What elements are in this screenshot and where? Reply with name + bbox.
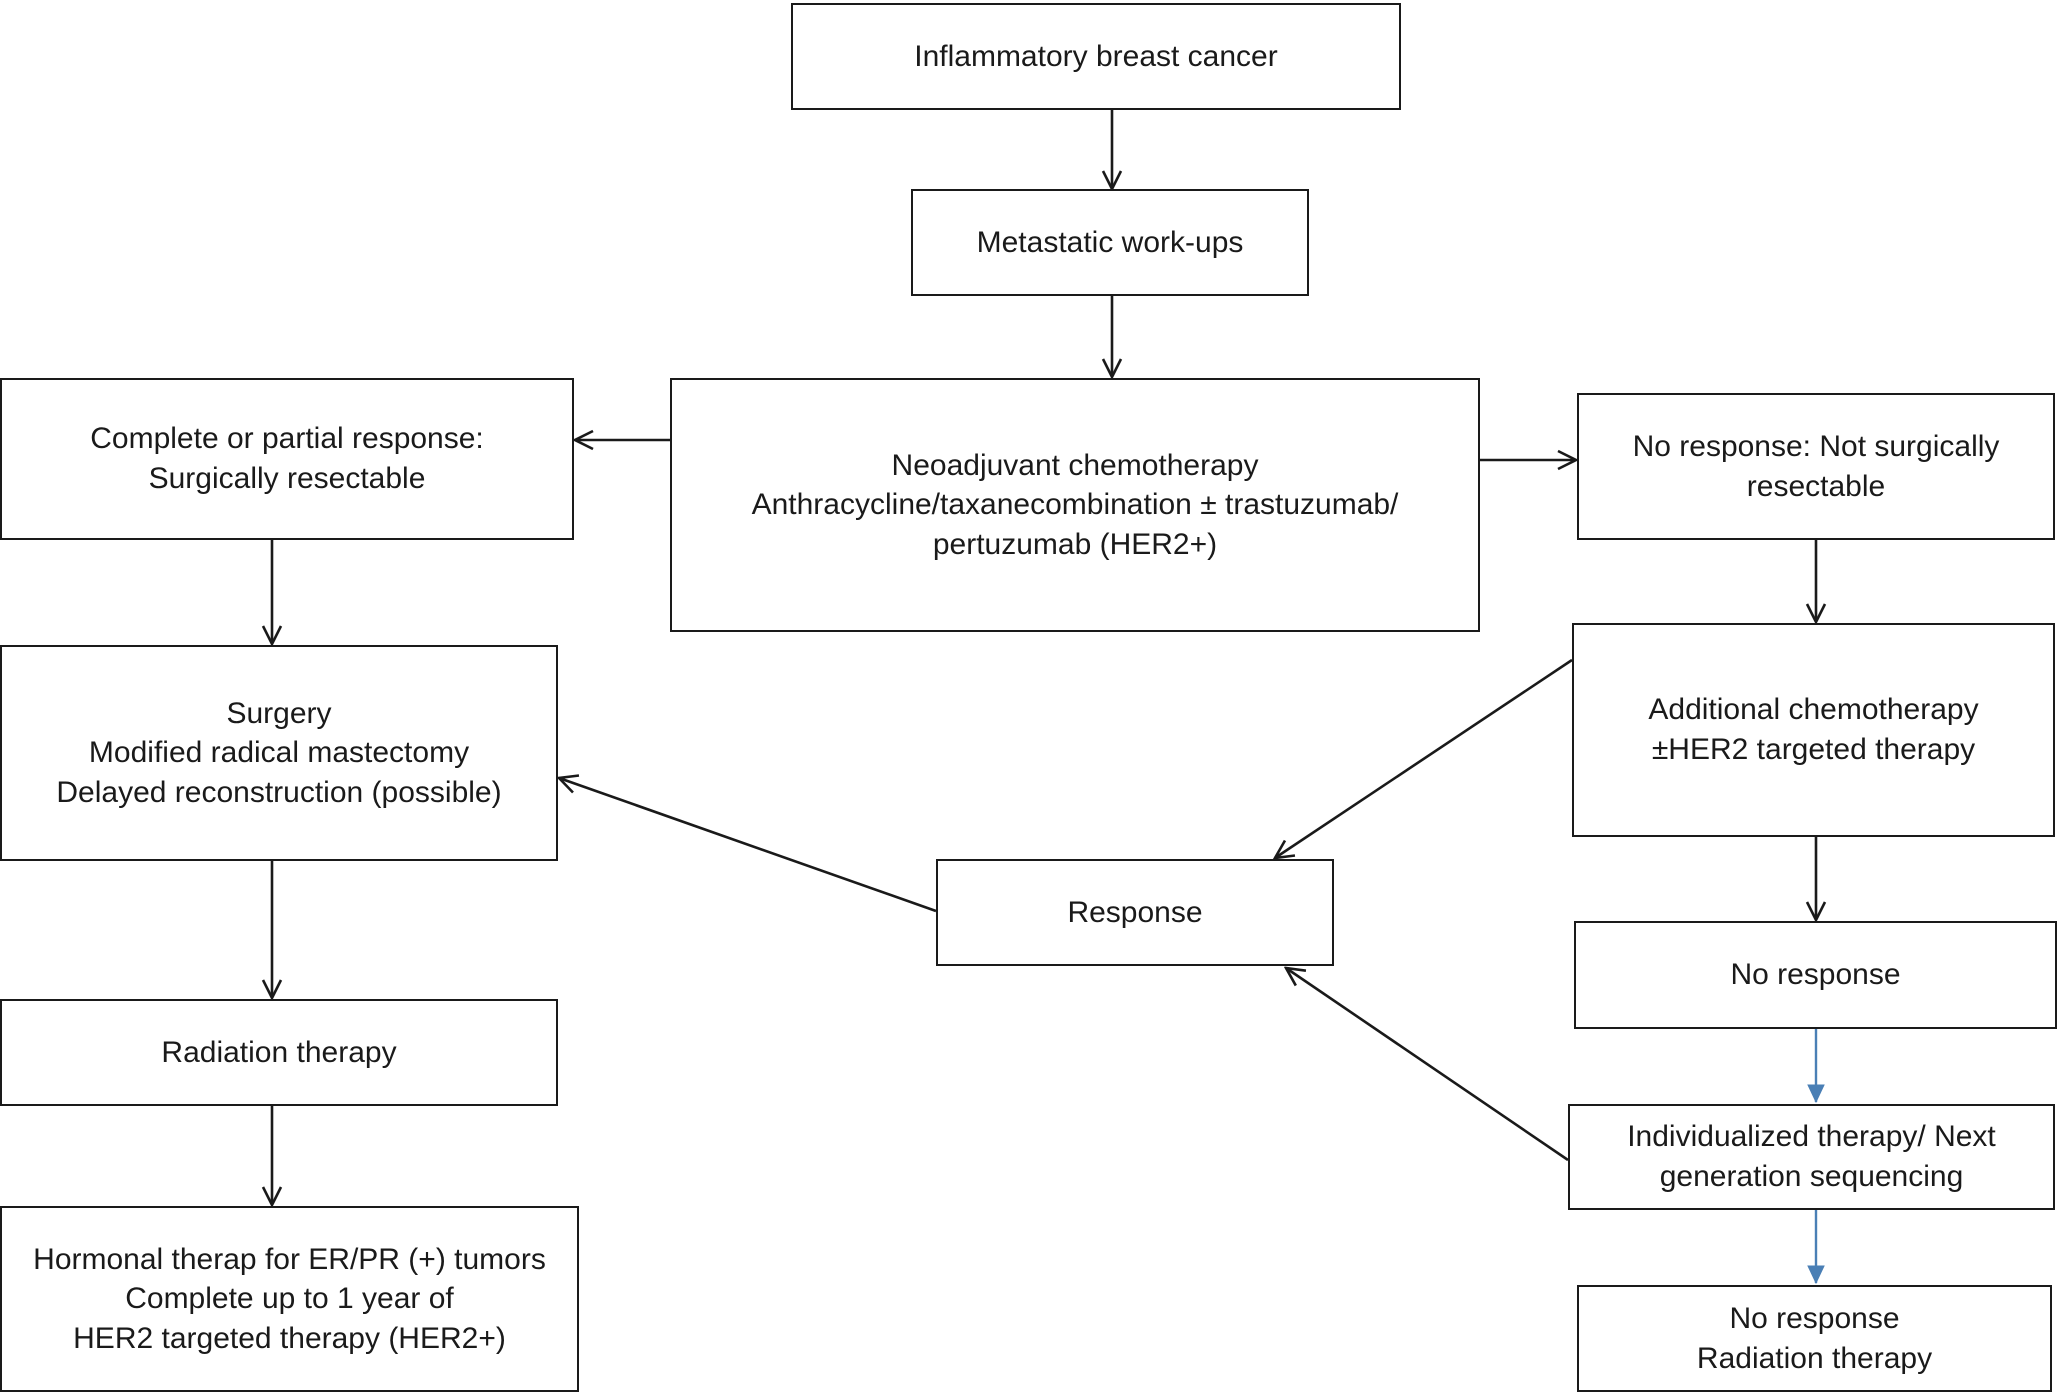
node-response: Response: [936, 859, 1334, 966]
node-complete-partial-response: Complete or partial response: Surgically…: [0, 378, 574, 540]
node-no-response: No response: [1574, 921, 2057, 1029]
node-metastatic-workups: Metastatic work-ups: [911, 189, 1309, 296]
node-hormonal-therapy: Hormonal therap for ER/PR (+) tumors Com…: [0, 1206, 579, 1392]
arrow-response-to-surgery: [559, 778, 937, 913]
node-label: No response: [1730, 958, 1901, 992]
node-no-response-radiation: No response Radiation therapy: [1577, 1285, 2052, 1392]
node-label: Metastatic work-ups: [976, 225, 1244, 259]
node-radiation-therapy: Radiation therapy: [0, 999, 558, 1106]
node-label: Inflammatory breast cancer: [914, 39, 1278, 73]
node-label: Radiation therapy: [161, 1035, 397, 1069]
node-label: Hormonal therap for ER/PR (+) tumors Com…: [33, 1242, 546, 1355]
node-individualized-therapy: Individualized therapy/ Next generation …: [1568, 1104, 2055, 1210]
node-inflammatory-breast-cancer: Inflammatory breast cancer: [791, 3, 1401, 110]
arrow-individualized-to-response: [1286, 968, 1569, 1162]
node-no-response-not-resectable: No response: Not surgically resectable: [1577, 393, 2055, 540]
node-label: Additional chemotherapy ±HER2 targeted t…: [1648, 693, 1979, 766]
node-label: No response: Not surgically resectable: [1632, 429, 2000, 503]
node-label: Individualized therapy/ Next generation …: [1627, 1120, 1996, 1193]
node-label: Complete or partial response: Surgically…: [90, 422, 484, 495]
arrow-addchemo-to-response: [1275, 658, 1573, 858]
node-surgery: Surgery Modified radical mastectomy Dela…: [0, 645, 558, 861]
node-label: Neoadjuvant chemotherapy Anthracycline/t…: [751, 448, 1399, 561]
node-label: Surgery Modified radical mastectomy Dela…: [56, 696, 502, 809]
node-label: No response Radiation therapy: [1696, 1301, 1933, 1375]
node-additional-chemotherapy: Additional chemotherapy ±HER2 targeted t…: [1572, 623, 2055, 837]
node-neoadjuvant-chemotherapy: Neoadjuvant chemotherapy Anthracycline/t…: [670, 378, 1480, 632]
node-label: Response: [1067, 895, 1203, 929]
